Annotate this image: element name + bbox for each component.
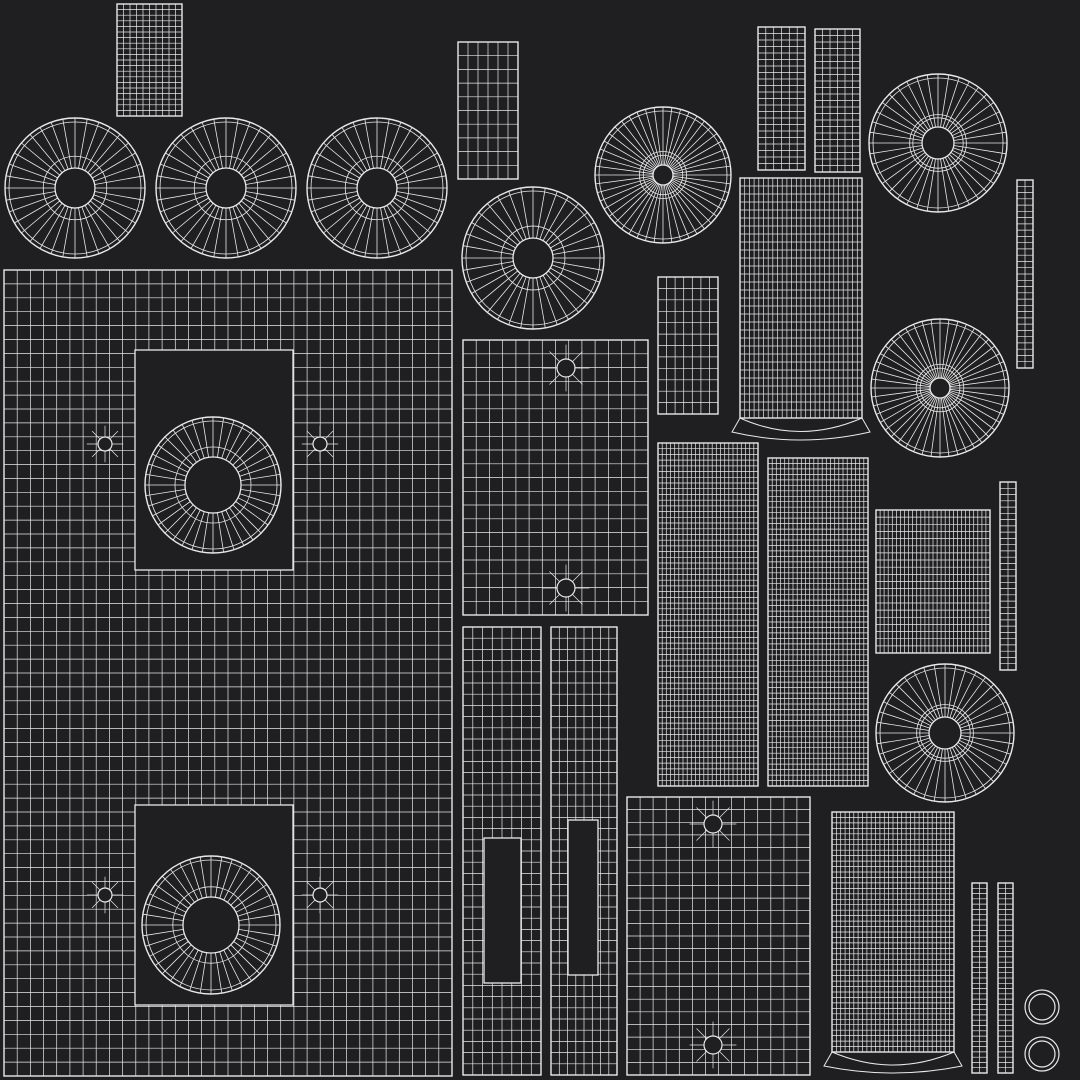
uv-bolt-hole-spokes <box>689 800 737 848</box>
uv-bolt-hole <box>689 1021 737 1069</box>
uv-grid-border <box>1016 179 1034 369</box>
uv-grid-border <box>971 882 988 1074</box>
uv-disc-spokes <box>5 118 145 258</box>
uv-grid-border <box>462 626 542 1076</box>
uv-grid-border <box>997 882 1014 1074</box>
uv-grid-border <box>814 28 861 173</box>
uv-bolt-hole <box>689 800 737 848</box>
uv-grid-lines <box>462 339 649 616</box>
uv-cone-disc <box>594 106 732 244</box>
uv-bolt-hole <box>86 425 124 463</box>
uv-cone-disc <box>870 318 1010 458</box>
uv-bolt-hole <box>542 344 590 392</box>
uv-disc-islands <box>4 73 1015 995</box>
uv-disc-island <box>155 117 297 259</box>
uv-detail-islands <box>86 344 1060 1074</box>
uv-grid-border <box>550 626 618 1076</box>
uv-disc-island <box>306 117 448 259</box>
uv-disc-spokes <box>869 74 1007 212</box>
uv-grid-border <box>457 41 519 180</box>
uv-cone-disc <box>875 663 1015 803</box>
uv-grid-border <box>657 442 759 787</box>
uv-bolt-hole-spokes <box>301 876 339 914</box>
uv-plate-panel <box>626 796 811 1076</box>
uv-cutout <box>134 349 294 571</box>
uv-bolt-hole-ring <box>703 814 723 834</box>
uv-thin-strip <box>1016 179 1034 369</box>
uv-dense-panel <box>767 457 869 787</box>
uv-cutout <box>483 837 522 984</box>
uv-cone-disc <box>868 73 1008 213</box>
uv-grid-lines <box>116 3 183 117</box>
uv-bolt-hole-ring <box>556 578 576 598</box>
uv-thin-strip <box>971 882 988 1074</box>
uv-grid-border <box>831 811 955 1053</box>
uv-skirt-flare <box>731 417 871 441</box>
uv-ring <box>1024 1036 1060 1072</box>
uv-grid-islands <box>3 3 1034 1077</box>
uv-dense-panel <box>875 509 991 654</box>
uv-cutout <box>134 804 294 1006</box>
uv-grid-border <box>3 269 453 1077</box>
uv-cutout <box>567 819 599 976</box>
uv-disc-spokes <box>145 417 281 553</box>
uv-bolt-hole-ring <box>97 887 113 903</box>
uv-small-rings <box>1024 989 1060 1072</box>
uv-bolt-hole <box>301 876 339 914</box>
uv-bolt-hole-ring <box>703 1035 723 1055</box>
uv-thin-strip <box>757 26 806 171</box>
uv-bolt-hole-ring <box>312 887 328 903</box>
uv-disc-spokes <box>462 187 604 329</box>
uv-bolt-hole <box>86 876 124 914</box>
uv-disc-spokes <box>595 107 731 243</box>
uv-grid-lines <box>657 442 759 787</box>
uv-grid-border <box>657 276 719 415</box>
uv-disc-spokes <box>307 118 447 258</box>
uv-grid-border <box>875 509 991 654</box>
uv-top-strip <box>116 3 183 117</box>
uv-ring <box>1024 989 1060 1025</box>
uv-skirt-panel <box>831 811 955 1053</box>
uv-grid-border <box>999 481 1017 671</box>
uv-grid-border <box>462 339 649 616</box>
uv-disc-spokes <box>156 118 296 258</box>
uv-small-grid <box>657 276 719 415</box>
uv-bolt-hole <box>542 564 590 612</box>
uv-bolt-hole-ring <box>556 358 576 378</box>
uv-skirt-flare <box>823 1051 963 1074</box>
uv-bolt-hole-spokes <box>689 1021 737 1069</box>
uv-dense-panel <box>657 442 759 787</box>
uv-bolt-hole-spokes <box>301 425 339 463</box>
uv-bolt-hole-ring <box>97 436 113 452</box>
uv-disc-spokes <box>871 319 1009 457</box>
uv-pocket-disc <box>141 855 281 995</box>
uv-bolt-hole-spokes <box>542 344 590 392</box>
uv-thin-strip <box>997 882 1014 1074</box>
uv-grid-border <box>116 3 183 117</box>
uv-grid-border <box>767 457 869 787</box>
uv-grid-border <box>757 26 806 171</box>
uv-pocket-disc <box>144 416 282 554</box>
uv-bolt-hole-spokes <box>542 564 590 612</box>
uv-bolt-hole <box>301 425 339 463</box>
uv-skirt-panel <box>739 177 863 419</box>
uv-disc-spokes <box>876 664 1014 802</box>
uv-plate-panel <box>462 339 649 616</box>
uv-small-grid <box>457 41 519 180</box>
uv-grid-border <box>626 796 811 1076</box>
uv-ring <box>1028 993 1056 1021</box>
uv-grid-border <box>739 177 863 419</box>
uv-disc-island <box>461 186 605 330</box>
uv-grid-lines <box>767 457 869 787</box>
uv-grid-lines <box>875 509 991 654</box>
uv-disc-island <box>4 117 146 259</box>
uv-bolt-hole-ring <box>312 436 328 452</box>
uv-ring <box>1028 1040 1056 1068</box>
uv-disc-spokes <box>142 856 280 994</box>
uv-thin-strip <box>814 28 861 173</box>
uv-bolt-hole-spokes <box>86 425 124 463</box>
uv-thin-strip <box>999 481 1017 671</box>
uv-bolt-hole-spokes <box>86 876 124 914</box>
